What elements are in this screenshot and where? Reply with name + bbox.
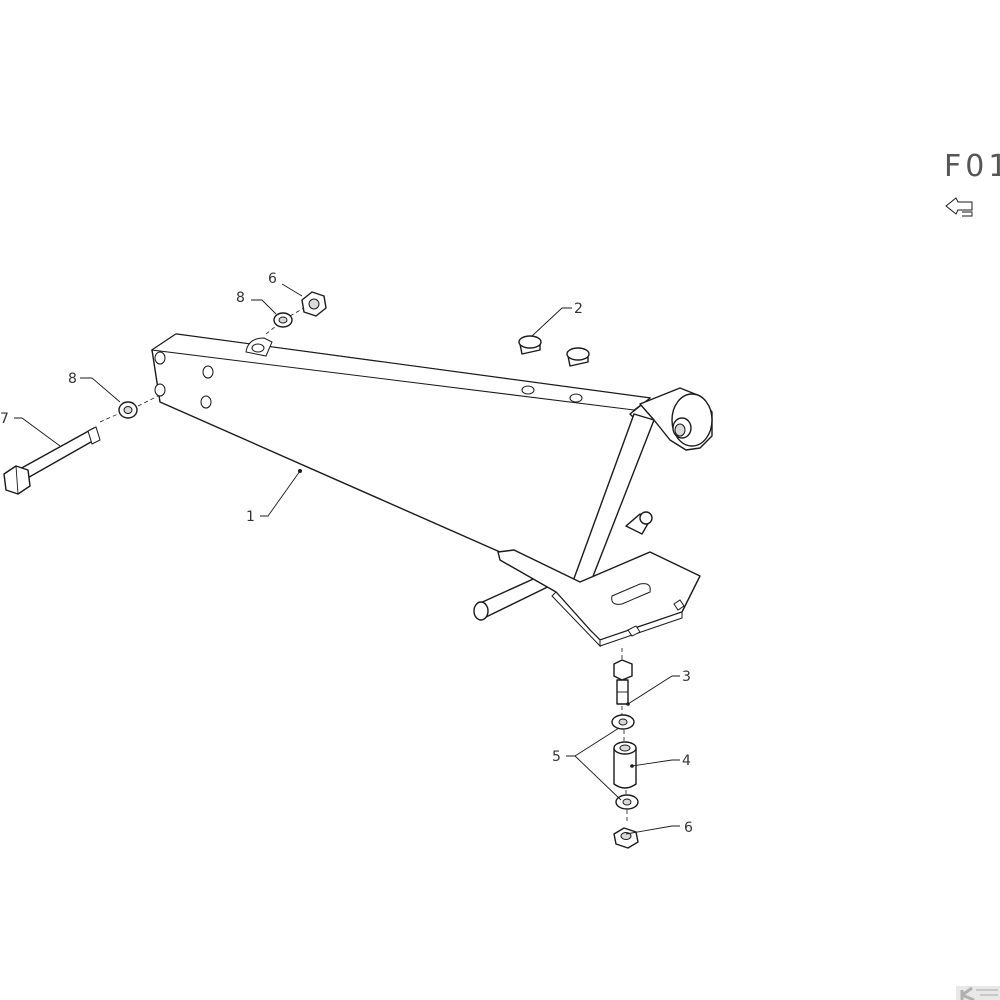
callout-1[interactable]: 1 [246, 470, 301, 525]
brand-logo-icon [956, 986, 1000, 1000]
callout-8-left[interactable]: 8 [68, 371, 121, 403]
callout-7[interactable]: 7 [0, 411, 61, 447]
callout-8-top[interactable]: 8 [236, 290, 277, 315]
hex-nut[interactable] [301, 291, 327, 317]
svg-text:6: 6 [684, 820, 693, 836]
sheet-code: F01 [944, 149, 1000, 184]
callout-2[interactable]: 2 [531, 301, 583, 337]
svg-text:4: 4 [682, 753, 691, 769]
callout-4[interactable]: 4 [631, 753, 691, 769]
svg-text:2: 2 [574, 301, 583, 317]
svg-text:8: 8 [68, 371, 77, 387]
washer[interactable] [273, 312, 293, 328]
plug-cap[interactable] [518, 335, 590, 367]
svg-text:8: 8 [236, 290, 245, 306]
svg-text:1: 1 [246, 509, 255, 525]
svg-text:7: 7 [0, 411, 9, 427]
hex-bolt[interactable] [613, 659, 633, 706]
hex-nut[interactable] [613, 827, 639, 849]
svg-text:3: 3 [682, 669, 691, 685]
arm-frame[interactable] [150, 333, 713, 648]
callout-6-top[interactable]: 6 [268, 271, 303, 297]
callout-5[interactable]: 5 [552, 727, 622, 801]
washer[interactable] [118, 401, 138, 419]
svg-text:6: 6 [268, 271, 277, 287]
washer[interactable] [615, 794, 639, 810]
spacer-bush[interactable] [613, 741, 637, 789]
long-bolt[interactable] [3, 426, 101, 495]
washer[interactable] [611, 714, 635, 730]
callout-6-bottom[interactable]: 6 [625, 820, 693, 836]
callout-3[interactable]: 3 [627, 669, 691, 705]
svg-text:5: 5 [552, 749, 561, 765]
arrow-icon[interactable] [945, 197, 973, 217]
